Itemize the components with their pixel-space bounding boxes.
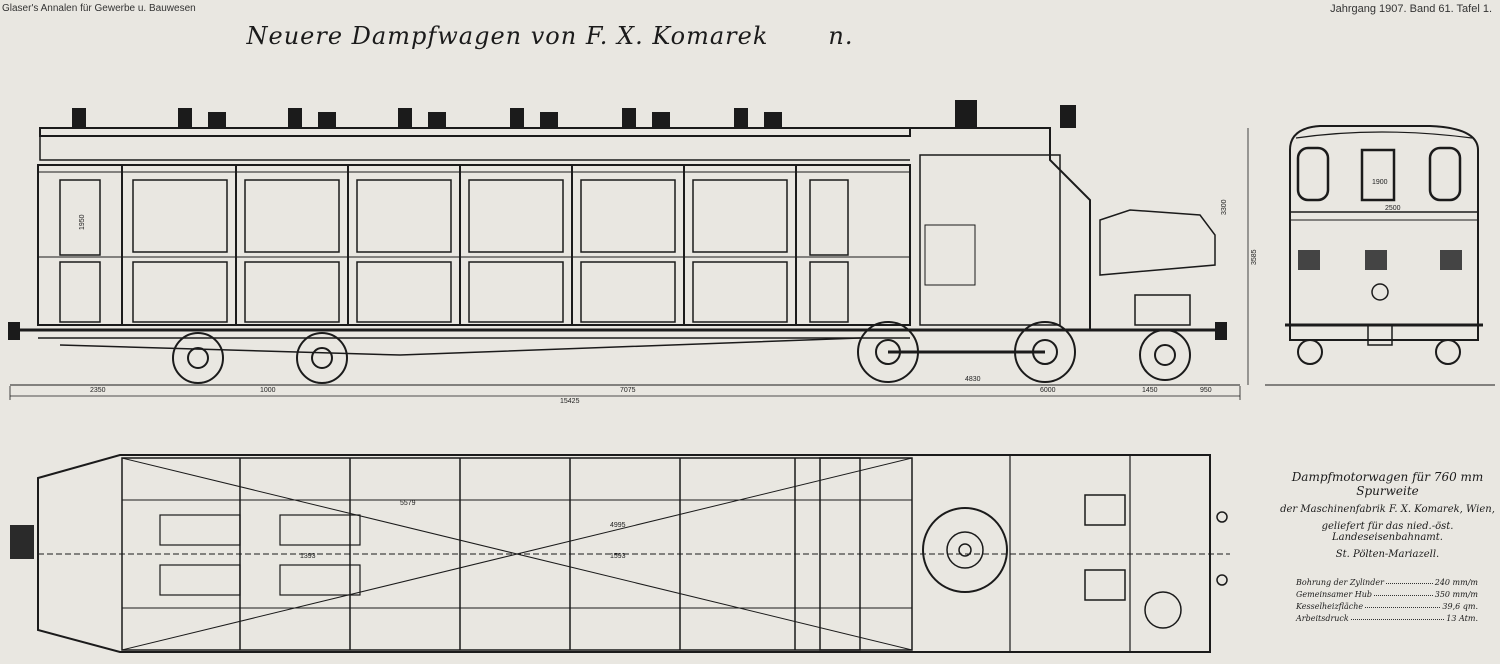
spec-row: Bohrung der Zylinder 240 mm/m (1296, 575, 1478, 587)
plan-outline (37, 454, 1211, 653)
spec-value: 13 Atm. (1446, 614, 1478, 623)
dim-side-2: 7075 (620, 387, 636, 394)
dim-height-2: 1950 (79, 214, 86, 230)
side-elevation: 2350 1000 7075 4830 6000 1450 950 15425 … (8, 100, 1258, 405)
caption-line-1: Dampfmotorwagen für 760 mm Spurweite (1291, 470, 1484, 498)
dim-side-3: 4830 (965, 376, 981, 383)
spec-label: Gemeinsamer Hub (1296, 590, 1372, 599)
coal-bunker (1099, 209, 1216, 276)
header-right: Jahrgang 1907. Band 61. Tafel 1. (1330, 3, 1492, 15)
caption-line-2: der Maschinenfabrik F. X. Komarek, Wien, (1280, 504, 1495, 515)
spec-value: 39,6 qm. (1442, 602, 1478, 611)
header-left: Glaser's Annalen für Gewerbe u. Bauwesen (2, 3, 196, 14)
water-tank (1134, 294, 1191, 326)
end-window-left (1296, 146, 1330, 202)
dim-side-0: 2350 (90, 387, 106, 394)
dim-plan-0: 5579 (400, 500, 416, 507)
end-lamp (1371, 283, 1389, 301)
spec-label: Arbeitsdruck (1296, 614, 1349, 623)
end-panel-right (1440, 250, 1462, 270)
dim-height-1: 3585 (1251, 249, 1258, 265)
dim-plan-1: 4995 (610, 522, 626, 529)
dim-side-5: 1450 (1142, 387, 1158, 394)
buffer-left (8, 322, 20, 340)
roof-line (39, 127, 911, 137)
dim-end-0: 2500 (1385, 205, 1401, 212)
dim-side-4: 6000 (1040, 387, 1056, 394)
end-door-window (1360, 148, 1396, 202)
caption-block: Dampfmotorwagen für 760 mm Spurweite der… (1280, 470, 1495, 560)
end-panel-left (1298, 250, 1320, 270)
end-panel-center (1365, 250, 1387, 270)
dim-side-6: 950 (1200, 387, 1212, 394)
roof-vents (72, 108, 782, 128)
chimney (955, 100, 977, 128)
spec-value: 350 mm/m (1434, 590, 1478, 599)
spec-value: 240 mm/m (1434, 578, 1478, 587)
dim-side-7: 15425 (560, 398, 580, 405)
caption-line-3: geliefert für das nied.-öst. Landeseisen… (1321, 521, 1454, 543)
boiler-plan (922, 507, 1008, 593)
end-window-right (1428, 146, 1462, 202)
buffer-right (1215, 322, 1227, 340)
dim-side-1: 1000 (260, 387, 276, 394)
dim-plan-3: 1593 (610, 553, 626, 560)
plan-buffer (10, 525, 34, 559)
roof-clerestory (39, 136, 910, 161)
plan-view: 5579 4995 1393 1593 (10, 454, 1230, 653)
boiler-cab (919, 154, 1061, 326)
drawing-title: Neuere Dampfwagen von F. X. Komarek n. (0, 22, 1100, 50)
spec-table: Bohrung der Zylinder 240 mm/m Gemeinsamer… (1296, 575, 1478, 623)
dim-plan-2: 1393 (300, 553, 316, 560)
dome (1060, 105, 1076, 128)
dim-end-1: 1900 (1372, 179, 1388, 186)
window-panels (59, 179, 849, 323)
title-main: Neuere Dampfwagen von F. X. Komarek (246, 22, 769, 50)
dim-height-0: 3300 (1221, 199, 1228, 215)
spec-row: Kesselheizfläche 39,6 qm. (1296, 599, 1478, 611)
spec-label: Bohrung der Zylinder (1296, 578, 1384, 587)
title-suffix: n. (828, 22, 854, 50)
spec-row: Gemeinsamer Hub 350 mm/m (1296, 587, 1478, 599)
boiler-casing (910, 127, 1091, 330)
spec-row: Arbeitsdruck 13 Atm. (1296, 611, 1478, 623)
car-body (37, 164, 911, 326)
end-elevation: 2500 1900 (1265, 125, 1495, 386)
caption-line-4: St. Pölten-Mariazell. (1335, 549, 1440, 560)
spec-label: Kesselheizfläche (1296, 602, 1364, 611)
truss-rod (59, 337, 861, 356)
